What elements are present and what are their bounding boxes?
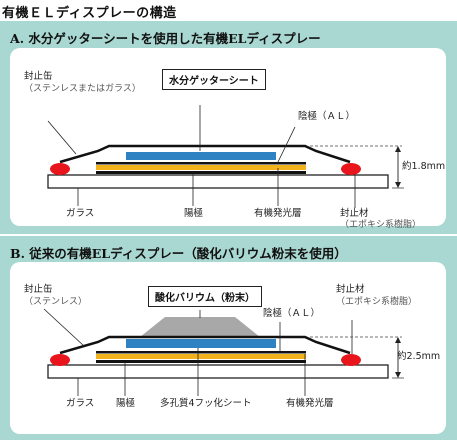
label-organic-layer: 有機発光層 bbox=[254, 208, 302, 219]
label-sealing-can: 封止缶 bbox=[24, 71, 53, 82]
label-barium-oxide: 酸化バリウム（粉末） bbox=[148, 286, 262, 307]
label-sealant: 封止材 bbox=[340, 208, 369, 219]
section-a: A. 水分ゲッターシートを使用した有機ELディスプレー bbox=[0, 21, 457, 234]
label-sealant: 封止材 bbox=[336, 284, 365, 295]
sealing-can bbox=[59, 335, 351, 355]
section-b: B. 従来の有機ELディスプレー（酸化バリウム粉末を使用） bbox=[0, 236, 457, 440]
label-anode: 陽極 bbox=[184, 208, 204, 219]
label-cathode: 陰極（ＡＬ） bbox=[263, 308, 321, 319]
label-glass: ガラス bbox=[66, 208, 95, 219]
glass-substrate bbox=[47, 174, 389, 189]
label-sealing-can-sub: （ステンレス） bbox=[24, 297, 88, 307]
sealant-left bbox=[50, 163, 70, 175]
section-a-panel: 封止缶 （ステンレスまたはガラス） 水分ゲッターシート 陰極（ＡＬ） 約1.8m… bbox=[10, 48, 446, 230]
label-thickness: 約2.5mm bbox=[397, 351, 441, 362]
label-sealant-sub: （エポキシ系樹脂） bbox=[336, 297, 418, 307]
section-b-panel: 封止缶 （ステンレス） 酸化バリウム（粉末） 陰極（ＡＬ） 封止材 （エポキシ系… bbox=[10, 262, 446, 434]
sealing-can bbox=[59, 144, 351, 164]
sealant-right bbox=[341, 354, 361, 366]
label-sealing-can-sub: （ステンレスまたはガラス） bbox=[24, 84, 141, 94]
label-anode: 陽極 bbox=[116, 398, 136, 409]
label-organic-layer: 有機発光層 bbox=[286, 398, 334, 409]
label-getter-sheet: 水分ゲッターシート bbox=[162, 69, 266, 90]
label-thickness: 約1.8mm bbox=[402, 161, 446, 172]
section-a-heading: A. 水分ゲッターシートを使用した有機ELディスプレー bbox=[10, 31, 321, 46]
label-sealing-can: 封止缶 bbox=[24, 284, 53, 295]
label-glass: ガラス bbox=[66, 398, 95, 409]
porous-sheet bbox=[126, 339, 276, 348]
anode-layer bbox=[96, 360, 306, 363]
section-a-diagram bbox=[47, 105, 404, 208]
anode-layer bbox=[96, 171, 306, 174]
page-title: 有機ＥＬディスプレーの構造 bbox=[2, 6, 177, 21]
glass-substrate bbox=[47, 364, 389, 379]
label-sealant-sub: （エポキシ系樹脂） bbox=[340, 220, 422, 230]
cathode-layer bbox=[96, 162, 306, 165]
label-cathode: 陰極（ＡＬ） bbox=[298, 111, 356, 122]
label-porous-sheet: 多孔質4フッ化シート bbox=[160, 398, 252, 409]
getter-sheet bbox=[126, 152, 276, 160]
sealant-right bbox=[341, 163, 361, 175]
section-b-heading: B. 従来の有機ELディスプレー（酸化バリウム粉末を使用） bbox=[10, 246, 347, 261]
section-b-diagram bbox=[43, 308, 404, 396]
organic-layer bbox=[96, 165, 306, 170]
cathode-layer bbox=[96, 351, 306, 354]
barium-oxide-powder bbox=[140, 317, 260, 337]
organic-layer bbox=[96, 354, 306, 359]
sealant-left bbox=[50, 354, 70, 366]
